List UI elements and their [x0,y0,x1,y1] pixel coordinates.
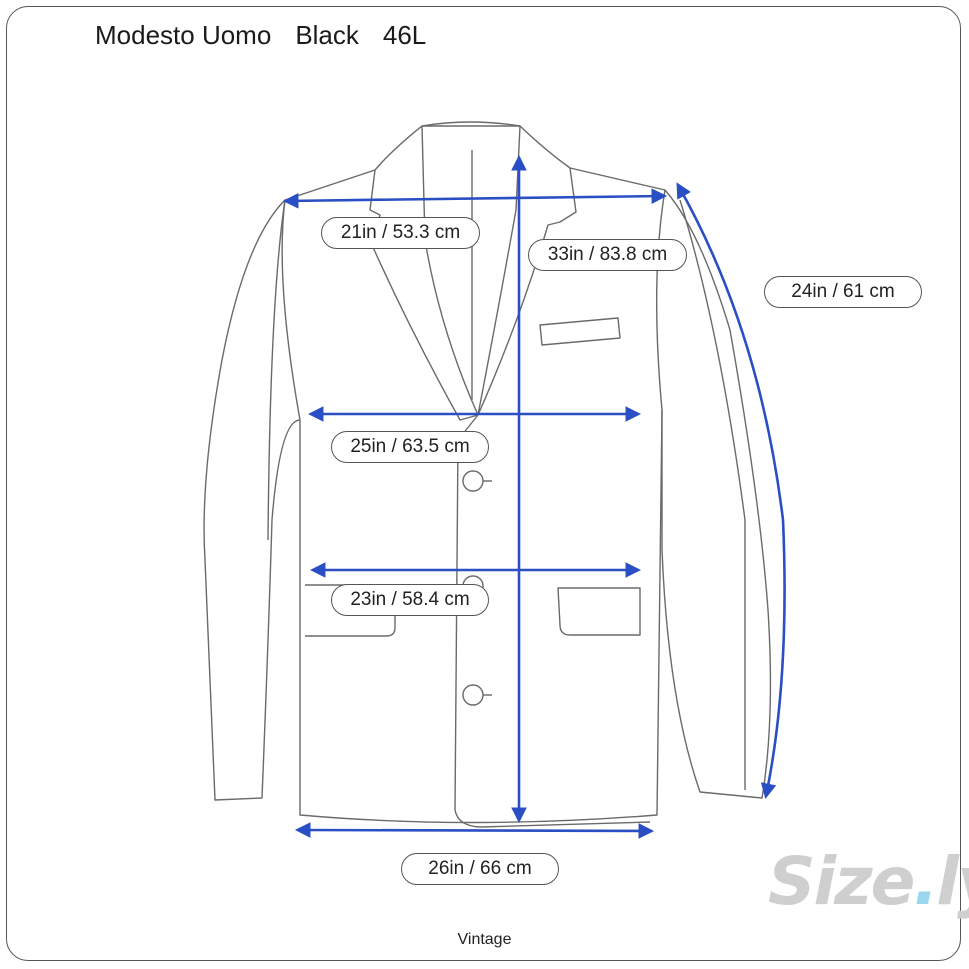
left-sleeve-inner [267,199,286,541]
footer-note: Vintage [457,931,512,948]
item-title: Modesto Uomo Black 46L [95,20,450,51]
left-pocket-flap [305,584,396,637]
measure-arrows [282,154,786,839]
hem-label: 26in / 66 cm [401,853,559,885]
right-pocket-flap [557,587,641,636]
front-edge [454,414,651,828]
item-size: 46L [382,20,427,50]
item-color: Black [295,20,359,50]
button-top [462,470,484,492]
button-bottom [462,684,484,706]
waist-label: 23in / 58.4 cm [331,584,489,616]
brand-name: Modesto Uomo [95,20,272,50]
collar-stand [421,121,521,127]
shoulder-label: 21in / 53.3 cm [321,217,480,249]
sleeve-arrow [676,182,786,800]
hem-arrow [294,822,655,839]
card-frame [6,6,961,961]
length-label: 33in / 83.8 cm [528,239,687,271]
collar [374,125,571,171]
chest-pocket [539,317,621,346]
jacket-outline [203,121,772,828]
shoulder-arrow [282,188,668,209]
sleeve-label: 24in / 61 cm [764,276,922,308]
right-sleeve [661,189,772,799]
chest-label: 25in / 63.5 cm [331,431,489,463]
left-lapel [369,125,479,421]
sizely-logo: Size.ly [768,843,969,920]
right-sleeve-inner [679,199,746,790]
left-sleeve [203,199,301,801]
